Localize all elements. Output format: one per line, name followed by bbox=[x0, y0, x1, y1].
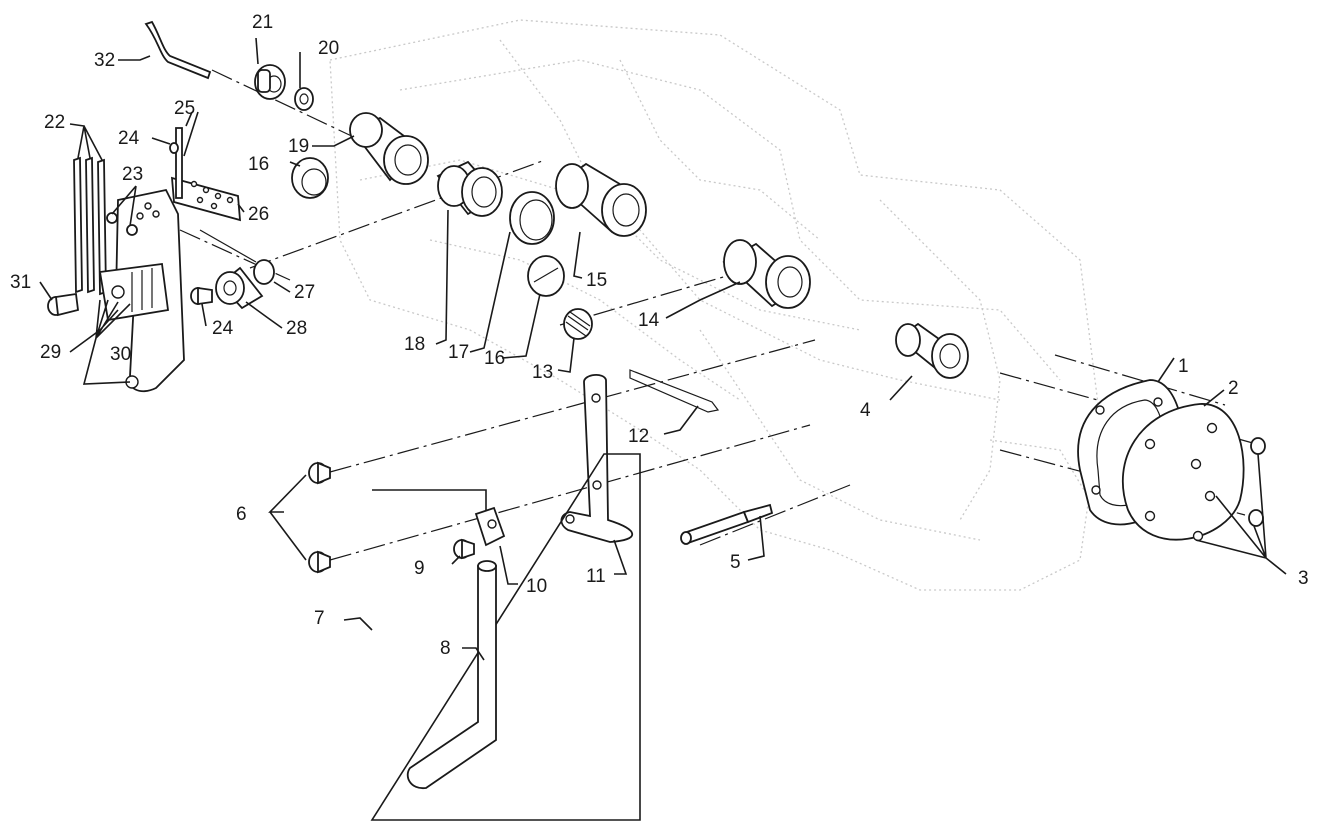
label-28: 28 bbox=[286, 318, 307, 339]
part-tubes-22 bbox=[73, 156, 107, 296]
label-12: 12 bbox=[628, 426, 649, 447]
label-6: 6 bbox=[236, 504, 247, 525]
part-screw-24-lower bbox=[190, 286, 213, 306]
label-17: 17 bbox=[448, 342, 469, 363]
part-pin-25 bbox=[175, 127, 183, 199]
label-18: 18 bbox=[404, 334, 425, 355]
label-29: 29 bbox=[40, 342, 61, 363]
part-knob-28 bbox=[215, 266, 264, 310]
label-25: 25 bbox=[174, 98, 195, 119]
label-1: 1 bbox=[1178, 356, 1189, 377]
label-5: 5 bbox=[730, 552, 741, 573]
label-24-upper: 24 bbox=[118, 128, 140, 149]
part-screw-24-upper bbox=[169, 142, 179, 154]
leader-lines bbox=[39, 37, 1287, 661]
label-30: 30 bbox=[110, 344, 131, 365]
label-23: 23 bbox=[122, 164, 143, 185]
part-pin-5 bbox=[680, 503, 774, 545]
part-plug-21 bbox=[254, 64, 286, 100]
part-sleeve-19 bbox=[349, 112, 429, 185]
callout-labels: 32 21 20 22 25 24 19 16 23 26 31 27 24 2… bbox=[10, 12, 1309, 659]
part-bushing-4 bbox=[895, 322, 969, 379]
label-14: 14 bbox=[638, 310, 660, 331]
label-16-upper: 16 bbox=[248, 154, 269, 175]
part-spring-27 bbox=[199, 229, 275, 285]
label-27: 27 bbox=[294, 282, 315, 303]
part-wire-32 bbox=[144, 20, 212, 80]
label-31: 31 bbox=[10, 272, 31, 293]
part-handle-8 bbox=[406, 560, 497, 789]
part-cap-17 bbox=[509, 191, 555, 245]
part-strip-26 bbox=[170, 176, 242, 222]
label-8: 8 bbox=[440, 638, 451, 659]
label-4: 4 bbox=[860, 400, 871, 421]
part-cover-2 bbox=[1121, 403, 1245, 542]
label-13: 13 bbox=[532, 362, 553, 383]
part-washer-20 bbox=[294, 87, 314, 111]
label-11: 11 bbox=[586, 566, 606, 587]
label-21: 21 bbox=[252, 12, 273, 33]
label-7: 7 bbox=[314, 608, 325, 629]
part-sleeve-18 bbox=[436, 160, 503, 217]
label-9: 9 bbox=[414, 558, 425, 579]
part-screw-9 bbox=[453, 538, 475, 560]
label-26: 26 bbox=[248, 204, 269, 225]
part-bracket-11 bbox=[560, 374, 633, 543]
part-rod-12 bbox=[629, 369, 720, 413]
label-2: 2 bbox=[1228, 378, 1239, 399]
label-3: 3 bbox=[1298, 568, 1309, 589]
part-screw-31 bbox=[47, 292, 79, 317]
label-24-lower: 24 bbox=[212, 318, 234, 339]
label-22: 22 bbox=[44, 112, 65, 133]
part-block-29 bbox=[98, 262, 170, 322]
label-20: 20 bbox=[318, 38, 339, 59]
part-screw-16-lower bbox=[527, 255, 565, 297]
label-15: 15 bbox=[586, 270, 607, 291]
label-16-lower: 16 bbox=[484, 348, 505, 369]
part-sleeve-15 bbox=[555, 162, 647, 237]
part-spring-13 bbox=[563, 308, 593, 340]
part-clamp-10 bbox=[474, 506, 506, 547]
label-10: 10 bbox=[526, 576, 547, 597]
part-cap-16-upper bbox=[291, 157, 329, 199]
part-screws-6 bbox=[308, 461, 331, 574]
label-32: 32 bbox=[94, 50, 115, 71]
part-screws-23 bbox=[106, 212, 138, 236]
ghost-housing bbox=[329, 19, 1101, 591]
part-sleeve-14 bbox=[722, 239, 811, 309]
label-19: 19 bbox=[288, 136, 309, 157]
